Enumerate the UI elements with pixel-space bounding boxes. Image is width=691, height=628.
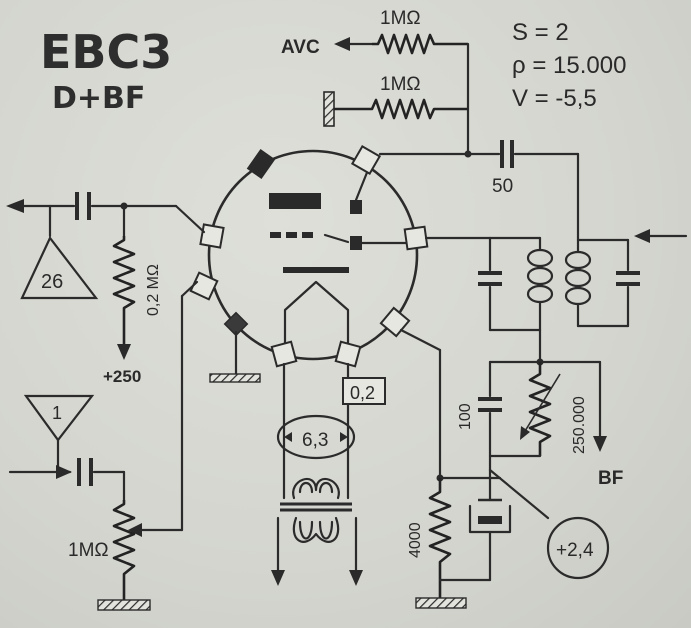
heater-voltage-oval xyxy=(276,414,356,460)
cathode-bias-circle xyxy=(546,516,610,580)
output-arrow xyxy=(6,199,76,213)
tube-pin-diode xyxy=(403,225,429,251)
detector-capacitor-value: 100 xyxy=(457,403,474,430)
cathode-resistor-value: 4000 xyxy=(407,522,424,558)
avc-label: AVC xyxy=(281,37,320,58)
avc-resistor-value: 1MΩ xyxy=(380,8,421,29)
heater-current-box xyxy=(342,377,386,405)
stage-26-symbol xyxy=(20,235,99,300)
shield-ground xyxy=(209,373,261,383)
tube-pin-grid xyxy=(199,223,225,249)
detector-load-value: 250.000 xyxy=(571,396,588,454)
grid-leak-resistor-value: 0,2 MΩ xyxy=(145,264,162,316)
cathode-bias-label: +2,4 xyxy=(556,540,594,561)
spec-grid-bias: V = -5,5 xyxy=(512,85,597,112)
avc-resistor xyxy=(372,33,468,55)
heater-current-label: 0,2 xyxy=(350,383,375,403)
volume-potentiometer xyxy=(112,500,136,600)
grid-coupling-capacitor xyxy=(75,192,91,220)
ground-resistor xyxy=(334,98,468,120)
stage-26-label: 26 xyxy=(41,271,63,293)
cathode-resistor xyxy=(428,478,452,598)
if-tuning-capacitor xyxy=(478,271,502,286)
tube-pin-top-left xyxy=(246,149,276,179)
diode-plate-2 xyxy=(350,236,362,250)
detector-filter-capacitor xyxy=(478,397,502,412)
tube-function-label: D+BF xyxy=(52,81,145,116)
coupling-capacitor xyxy=(500,140,514,168)
input-capacitor xyxy=(77,458,93,486)
pot-ground xyxy=(97,599,151,611)
tube-pin-heater-2 xyxy=(334,340,362,368)
cathode-bypass-capacitor xyxy=(468,498,512,534)
if-primary-coil xyxy=(564,238,592,328)
coupling-capacitor-value: 50 xyxy=(492,176,513,197)
if-secondary-coil xyxy=(526,236,554,332)
spec-transconductance: S = 2 xyxy=(512,19,569,46)
tube-type-title: EBC3 xyxy=(40,25,172,79)
if-input-arrow xyxy=(634,229,688,243)
avc-output-line xyxy=(334,37,374,51)
heater-filament xyxy=(283,280,350,352)
tube-pin-shield xyxy=(223,311,249,337)
grid-leak-resistor xyxy=(112,236,136,345)
stage-1-symbol xyxy=(23,394,95,442)
tube-pin-heater-1 xyxy=(270,340,298,368)
tube-envelope xyxy=(207,149,419,361)
heater-transformer xyxy=(280,478,352,543)
audio-output-label: BF xyxy=(598,468,623,489)
input-arrow xyxy=(8,465,72,479)
tube-pin-cathode xyxy=(379,306,411,338)
tube-pin-top-right xyxy=(350,144,382,176)
b-plus-label: +250 xyxy=(103,367,141,386)
diode-plate-1 xyxy=(350,200,362,214)
tube-pin-control xyxy=(189,271,219,301)
stage-1-label: 1 xyxy=(52,403,62,423)
potentiometer-value: 1MΩ xyxy=(68,540,109,561)
ground-resistor-value: 1MΩ xyxy=(380,74,421,95)
triode-grid xyxy=(270,232,313,238)
cathode xyxy=(283,267,349,273)
ground-symbol xyxy=(323,91,335,127)
triode-plate xyxy=(269,193,321,209)
if-primary-capacitor xyxy=(616,271,640,286)
spec-plate-resistance: ρ = 15.000 xyxy=(512,52,626,79)
detector-load-resistor xyxy=(528,362,552,456)
heater-voltage-label: 6,3 xyxy=(302,430,328,451)
cathode-ground xyxy=(415,597,467,609)
